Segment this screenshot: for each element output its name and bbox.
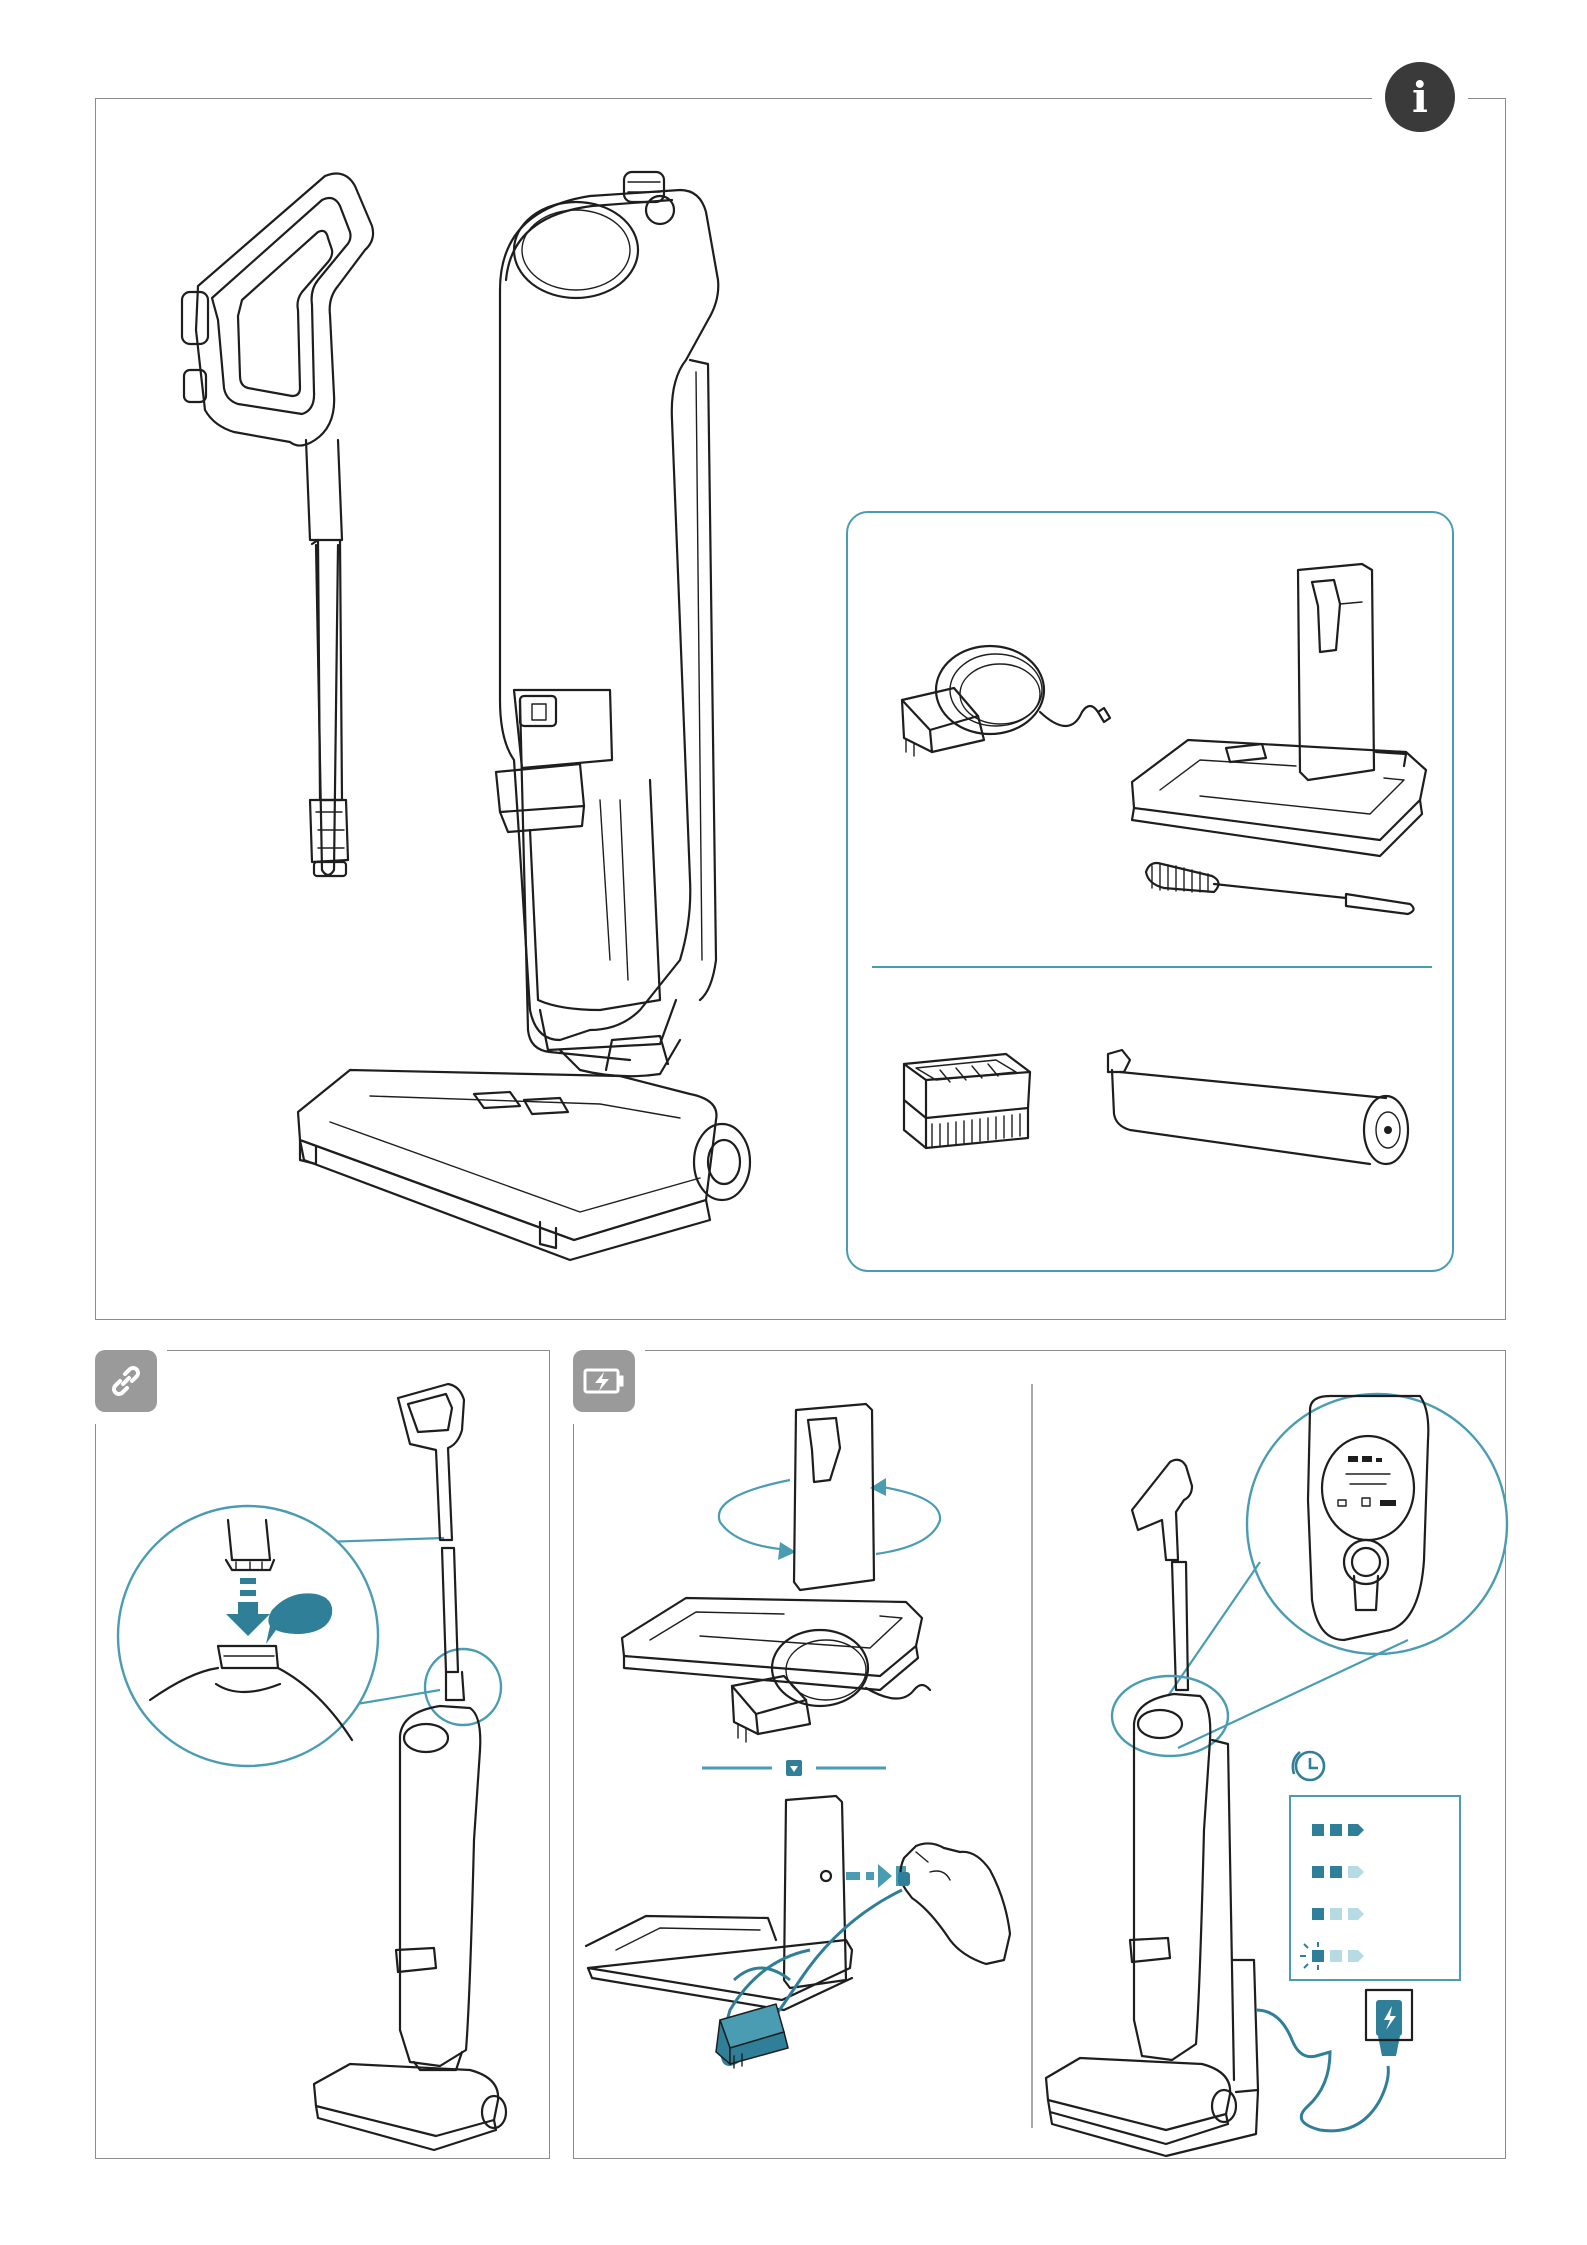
cleaning-brush — [1146, 863, 1414, 914]
hepa-filter — [904, 1054, 1030, 1148]
battery-segment — [1312, 1950, 1324, 1962]
battery-level-row — [1312, 1908, 1364, 1920]
battery-segment — [1312, 1908, 1324, 1920]
battery-level-row — [1312, 1866, 1364, 1878]
battery-indicator-legend — [1290, 1796, 1460, 1980]
charging-dock — [1132, 564, 1426, 856]
battery-segment — [1312, 1824, 1324, 1836]
clock-icon — [1293, 1752, 1324, 1780]
handle-tube — [182, 174, 373, 876]
battery-segment — [1312, 1866, 1324, 1878]
battery-segment — [1330, 1950, 1342, 1962]
plug-in-illustration — [586, 1796, 1010, 2068]
dock-rotate-illustration — [622, 1404, 940, 1742]
assembly-illustration — [118, 1384, 506, 2150]
charger-adapter — [902, 646, 1110, 756]
brush-roller — [1108, 1050, 1408, 1164]
battery-segment — [1330, 1824, 1342, 1836]
battery-level-row — [1312, 1824, 1364, 1836]
floor-head — [298, 1036, 750, 1260]
main-body — [496, 172, 718, 1076]
display-zoom-circle — [1247, 1394, 1507, 1654]
battery-segment — [1330, 1866, 1342, 1878]
charging-on-dock-illustration — [1046, 1394, 1507, 2156]
section-separator — [702, 1760, 886, 1776]
battery-segment — [1330, 1908, 1342, 1920]
